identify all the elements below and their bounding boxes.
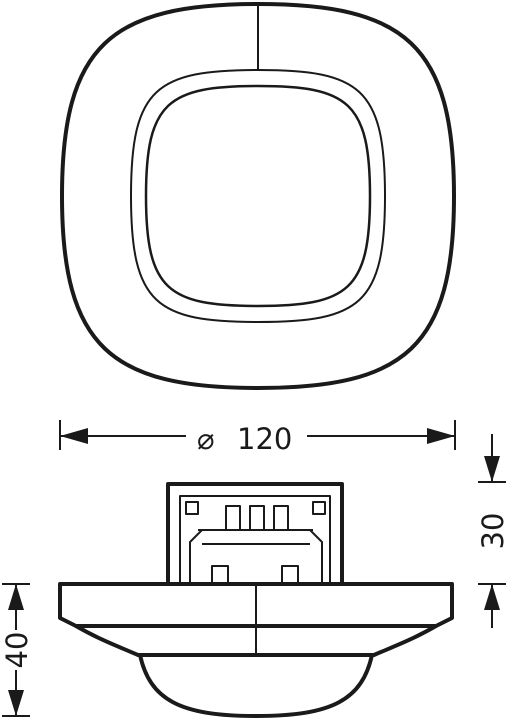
top-view-lens xyxy=(144,84,372,308)
terminal-foot-left xyxy=(211,565,229,585)
top-view-lens-ring xyxy=(130,69,386,323)
height-40-value: 40 xyxy=(0,632,34,669)
diameter-arrow-left xyxy=(60,428,88,444)
diameter-dimension xyxy=(59,420,456,450)
diameter-value: 120 xyxy=(237,422,292,456)
diameter-arrow-right xyxy=(427,428,455,444)
height-30-value: 30 xyxy=(476,513,510,550)
diameter-symbol: ⌀ xyxy=(197,422,214,456)
side-view-body-outer xyxy=(166,482,344,586)
height40-arrow-bottom xyxy=(8,690,24,716)
height-40-label-bg xyxy=(2,630,32,670)
terminal-corner-right xyxy=(312,501,326,515)
top-view xyxy=(60,2,456,390)
top-view-outer-housing xyxy=(60,2,456,390)
terminal-housing xyxy=(189,529,323,584)
height-30-dimension xyxy=(478,434,506,628)
side-view-cone xyxy=(74,624,438,657)
terminal-foot-right xyxy=(281,565,299,585)
terminal-corner-left xyxy=(185,501,199,515)
height30-arrow-bottom xyxy=(484,584,500,610)
terminal-block xyxy=(198,505,313,531)
side-view-body-inner xyxy=(179,495,331,585)
side-view xyxy=(58,482,454,718)
side-view-lens-dome xyxy=(138,654,374,718)
height40-arrow-top xyxy=(8,584,24,610)
height30-arrow-top xyxy=(484,456,500,482)
